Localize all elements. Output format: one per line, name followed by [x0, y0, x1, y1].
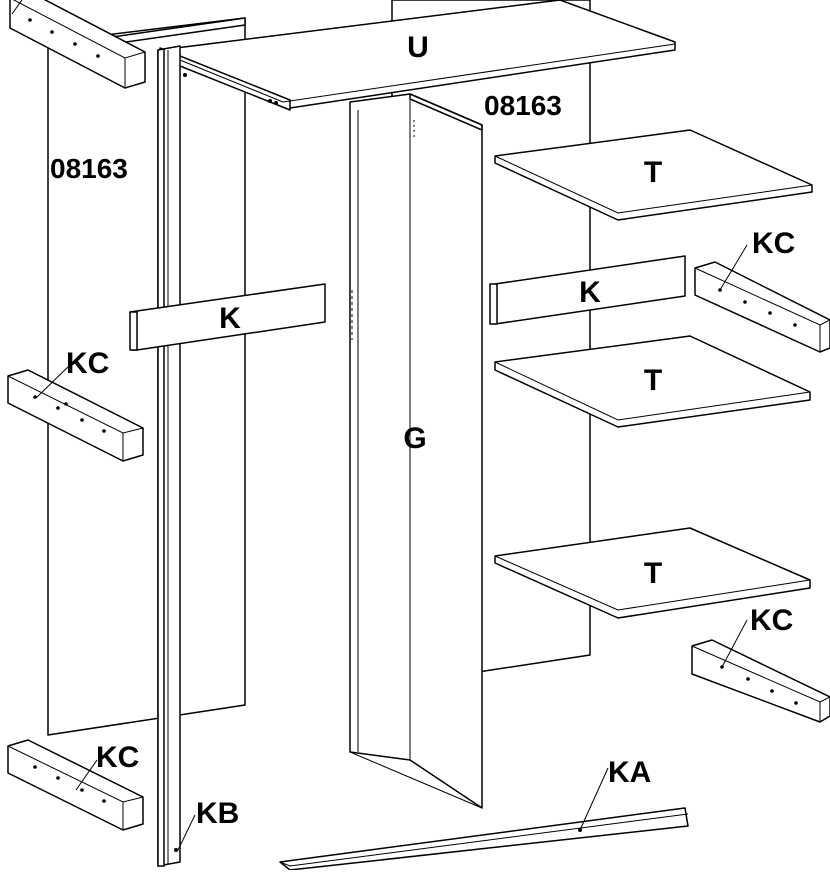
label-rail-right: K: [579, 276, 601, 309]
label-cleat-right-lower: KC: [750, 604, 793, 637]
label-cleat-left-middle: KC: [66, 347, 109, 380]
label-base-strip: KA: [608, 756, 651, 789]
label-cleat-right-upper: KC: [752, 227, 795, 260]
leader-lines: [11, 0, 748, 851]
cleat-kc-right-upper: [694, 261, 830, 353]
cleat-kc-right-lower: [691, 639, 830, 723]
cleat-kc-left-lower: [7, 739, 144, 831]
label-shelf-1: T: [644, 156, 662, 189]
label-cleat-left-lower: KC: [96, 741, 139, 774]
center-divider-g: [349, 93, 483, 809]
label-shelf-3: T: [644, 557, 662, 590]
left-rail-k: [129, 283, 326, 351]
label-code-right: 08163: [484, 90, 562, 121]
shelf-t-bottom: [494, 527, 811, 619]
left-side-panel: [47, 17, 246, 736]
cleat-kc-top-left: [9, 0, 146, 89]
label-code-left: 08163: [50, 153, 128, 184]
base-strip-ka: [279, 807, 689, 871]
right-rail-k: [489, 255, 686, 325]
label-divider: G: [403, 422, 426, 455]
shelf-t-top: [494, 129, 813, 221]
label-top-panel: U: [407, 31, 429, 64]
shelf-t-middle: [494, 335, 811, 428]
label-front-strip: KB: [196, 797, 239, 830]
label-shelf-2: T: [644, 364, 662, 397]
label-rail-left: K: [219, 302, 241, 335]
front-vertical-strip-kb: [157, 45, 181, 867]
